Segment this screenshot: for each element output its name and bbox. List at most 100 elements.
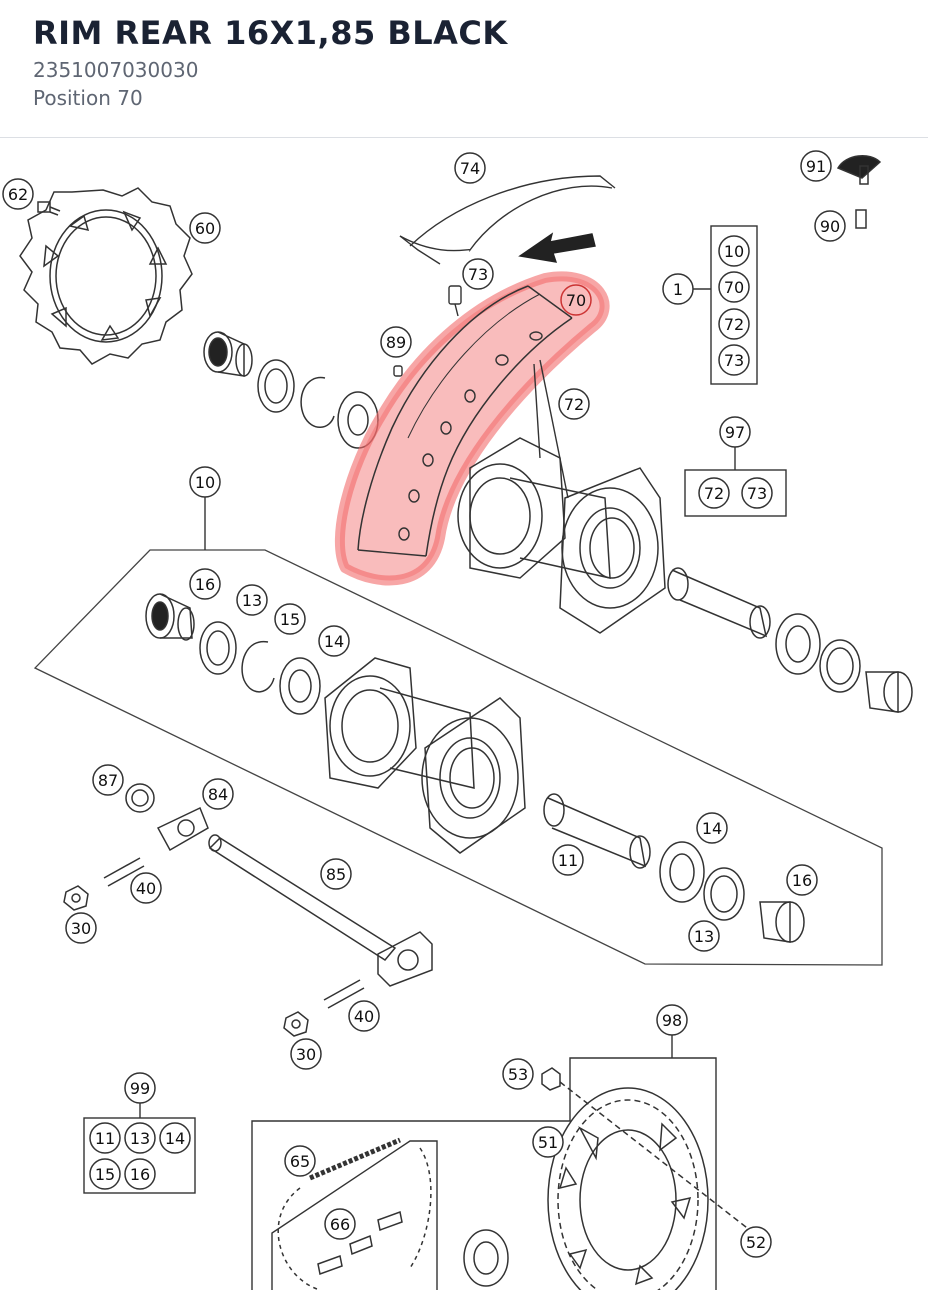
kit-99-item[interactable]: 13 — [124, 1122, 156, 1154]
callout-30b[interactable]: 30 — [290, 1038, 322, 1070]
svg-text:72: 72 — [704, 484, 724, 503]
svg-text:62: 62 — [8, 185, 28, 204]
svg-text:72: 72 — [564, 395, 584, 414]
svg-text:13: 13 — [130, 1129, 150, 1148]
lower-hub — [145, 593, 805, 943]
svg-text:16: 16 — [792, 871, 812, 890]
svg-text:74: 74 — [460, 159, 480, 178]
svg-text:66: 66 — [330, 1215, 350, 1234]
upper-bearings — [203, 331, 379, 449]
callout-13b[interactable]: 13 — [688, 920, 720, 952]
svg-text:30: 30 — [296, 1045, 316, 1064]
callout-66[interactable]: 66 — [324, 1208, 356, 1240]
page-header: RIM REAR 16X1,85 BLACK 2351007030030 Pos… — [0, 0, 928, 138]
svg-text:40: 40 — [136, 879, 156, 898]
kit-1-item[interactable]: 72 — [718, 308, 750, 340]
callout-89[interactable]: 89 — [380, 326, 412, 358]
rear-sprocket — [541, 1067, 771, 1290]
svg-text:91: 91 — [806, 157, 826, 176]
svg-text:90: 90 — [820, 217, 840, 236]
svg-text:40: 40 — [354, 1007, 374, 1026]
svg-text:13: 13 — [694, 927, 714, 946]
kit-99-item[interactable]: 14 — [159, 1122, 191, 1154]
svg-text:87: 87 — [98, 771, 118, 790]
callout-52[interactable]: 52 — [740, 1226, 772, 1258]
callout-74[interactable]: 74 — [454, 152, 486, 184]
kit-97-item[interactable]: 73 — [741, 477, 773, 509]
svg-text:11: 11 — [95, 1129, 115, 1148]
rim-highlight — [334, 271, 610, 586]
valve — [393, 285, 462, 377]
spoke — [539, 359, 569, 499]
callout-16b[interactable]: 16 — [786, 864, 818, 896]
axle-parts — [63, 783, 433, 1037]
kit-1-item[interactable]: 73 — [718, 344, 750, 376]
svg-text:70: 70 — [566, 291, 586, 310]
callout-40b[interactable]: 40 — [348, 1000, 380, 1032]
callout-91[interactable]: 91 — [800, 150, 832, 182]
kit-99-item[interactable]: 11 — [89, 1122, 121, 1154]
tyre-outline — [399, 175, 616, 265]
svg-text:15: 15 — [95, 1165, 115, 1184]
svg-text:52: 52 — [746, 1233, 766, 1252]
svg-text:70: 70 — [724, 278, 744, 297]
kit-1-item[interactable]: 10 — [718, 235, 750, 267]
callout-1[interactable]: 1 — [662, 273, 694, 305]
callout-10[interactable]: 10 — [189, 466, 221, 498]
callout-40[interactable]: 40 — [130, 872, 162, 904]
callout-60[interactable]: 60 — [189, 212, 221, 244]
exploded-parts-diagram: 62 60 74 73 70 89 72 91 90 1 97 10 16 13… — [2, 150, 913, 1290]
svg-text:53: 53 — [508, 1065, 528, 1084]
callout-70-selected[interactable]: 70 — [560, 284, 592, 316]
svg-text:85: 85 — [326, 865, 346, 884]
kit-99-item[interactable]: 15 — [89, 1158, 121, 1190]
callout-62[interactable]: 62 — [2, 178, 34, 210]
callout-90[interactable]: 90 — [814, 210, 846, 242]
kit-99-item[interactable]: 16 — [124, 1158, 156, 1190]
callout-11[interactable]: 11 — [552, 844, 584, 876]
callout-98[interactable]: 98 — [656, 1004, 688, 1036]
svg-text:99: 99 — [130, 1079, 150, 1098]
svg-text:14: 14 — [165, 1129, 185, 1148]
callouts: 62 60 74 73 70 89 72 91 90 1 97 10 16 13… — [2, 150, 846, 1258]
callout-84[interactable]: 84 — [202, 778, 234, 810]
svg-text:1: 1 — [673, 280, 683, 299]
svg-text:89: 89 — [386, 333, 406, 352]
brake-disc — [19, 187, 193, 365]
svg-text:30: 30 — [71, 919, 91, 938]
callout-85[interactable]: 85 — [320, 858, 352, 890]
svg-text:73: 73 — [468, 265, 488, 284]
callout-73[interactable]: 73 — [462, 258, 494, 290]
callout-14[interactable]: 14 — [318, 625, 350, 657]
svg-text:11: 11 — [558, 851, 578, 870]
kit-97-item[interactable]: 72 — [698, 477, 730, 509]
kit-1-item[interactable]: 70 — [718, 271, 750, 303]
callout-51[interactable]: 51 — [532, 1126, 564, 1158]
callout-16[interactable]: 16 — [189, 568, 221, 600]
svg-text:65: 65 — [290, 1152, 310, 1171]
svg-text:72: 72 — [724, 315, 744, 334]
rotation-arrow — [518, 232, 596, 263]
svg-text:60: 60 — [195, 219, 215, 238]
svg-text:51: 51 — [538, 1133, 558, 1152]
svg-text:13: 13 — [242, 591, 262, 610]
callout-72[interactable]: 72 — [558, 388, 590, 420]
callout-97[interactable]: 97 — [719, 416, 751, 448]
callout-14b[interactable]: 14 — [696, 812, 728, 844]
svg-text:14: 14 — [702, 819, 722, 838]
svg-text:98: 98 — [662, 1011, 682, 1030]
callout-30[interactable]: 30 — [65, 912, 97, 944]
svg-text:15: 15 — [280, 610, 300, 629]
svg-text:16: 16 — [195, 575, 215, 594]
callout-87[interactable]: 87 — [92, 764, 124, 796]
svg-text:16: 16 — [130, 1165, 150, 1184]
svg-text:97: 97 — [725, 423, 745, 442]
svg-text:84: 84 — [208, 785, 228, 804]
callout-99[interactable]: 99 — [124, 1072, 156, 1104]
callout-13[interactable]: 13 — [236, 584, 268, 616]
svg-text:73: 73 — [747, 484, 767, 503]
valve-cap — [836, 155, 882, 229]
callout-53[interactable]: 53 — [502, 1058, 534, 1090]
callout-15[interactable]: 15 — [274, 603, 306, 635]
callout-65[interactable]: 65 — [284, 1145, 316, 1177]
